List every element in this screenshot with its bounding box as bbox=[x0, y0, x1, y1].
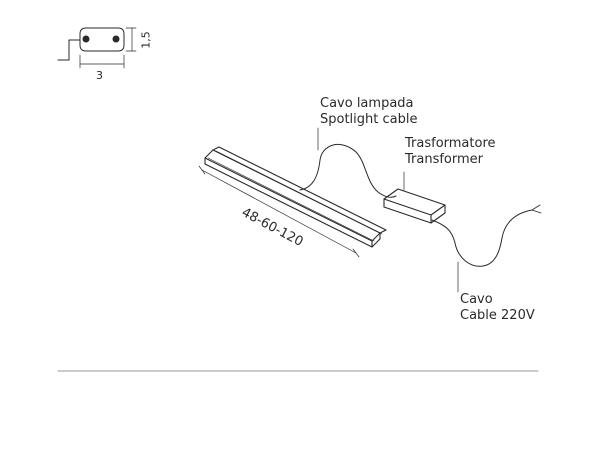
screw-icon bbox=[82, 35, 90, 43]
mains-cable-label-it: Cavo bbox=[460, 292, 493, 307]
transformer-label-en: Transformer bbox=[405, 152, 484, 167]
mains-cable-label-en: Cable 220V bbox=[460, 308, 535, 323]
length-dimension-line bbox=[198, 165, 360, 258]
profile-width-label: 3 bbox=[96, 69, 103, 82]
transformer-box bbox=[383, 188, 446, 224]
leader-lines bbox=[317, 127, 459, 293]
mains-cable bbox=[431, 209, 533, 267]
screw-icon bbox=[112, 35, 120, 43]
spotlight-cable-label-it: Cavo lampada bbox=[320, 96, 414, 111]
transformer-label-it: Trasformatore bbox=[405, 136, 496, 151]
spotlight-cable bbox=[299, 143, 397, 198]
profile-section-drawing bbox=[57, 27, 137, 69]
wire-ends bbox=[531, 204, 542, 214]
led-fixture-bar bbox=[204, 146, 387, 248]
profile-height-label: 1,5 bbox=[139, 31, 153, 49]
spotlight-cable-label-en: Spotlight cable bbox=[320, 112, 418, 127]
